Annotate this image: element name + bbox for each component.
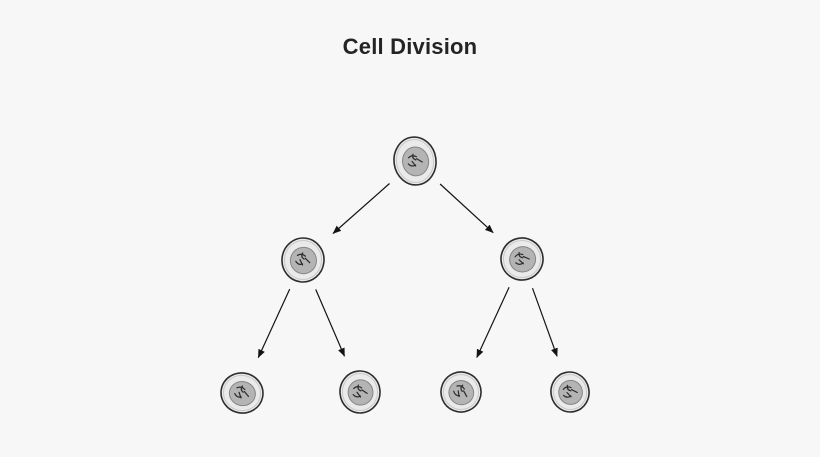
cell-granddaughter-cell-1 bbox=[220, 372, 264, 414]
page-title: Cell Division bbox=[342, 34, 478, 59]
division-arrow-daughter-cell-2-to-granddaughter-cell-3 bbox=[476, 286, 510, 358]
cell-granddaughter-cell-2 bbox=[339, 370, 381, 414]
cell-granddaughter-cell-4 bbox=[550, 371, 590, 413]
cell-granddaughter-cell-3 bbox=[440, 371, 482, 413]
division-arrow-daughter-cell-2-to-granddaughter-cell-4 bbox=[531, 287, 558, 357]
cell-daughter-cell-1 bbox=[281, 237, 325, 283]
division-arrow-daughter-cell-1-to-granddaughter-cell-1 bbox=[257, 288, 291, 359]
division-arrow-daughter-cell-1-to-granddaughter-cell-2 bbox=[315, 289, 346, 357]
division-arrow-parent-cell-to-daughter-cell-2 bbox=[439, 183, 494, 234]
cell-parent-cell bbox=[393, 136, 437, 186]
cell-daughter-cell-2 bbox=[500, 237, 544, 281]
division-arrow-parent-cell-to-daughter-cell-1 bbox=[332, 183, 390, 234]
